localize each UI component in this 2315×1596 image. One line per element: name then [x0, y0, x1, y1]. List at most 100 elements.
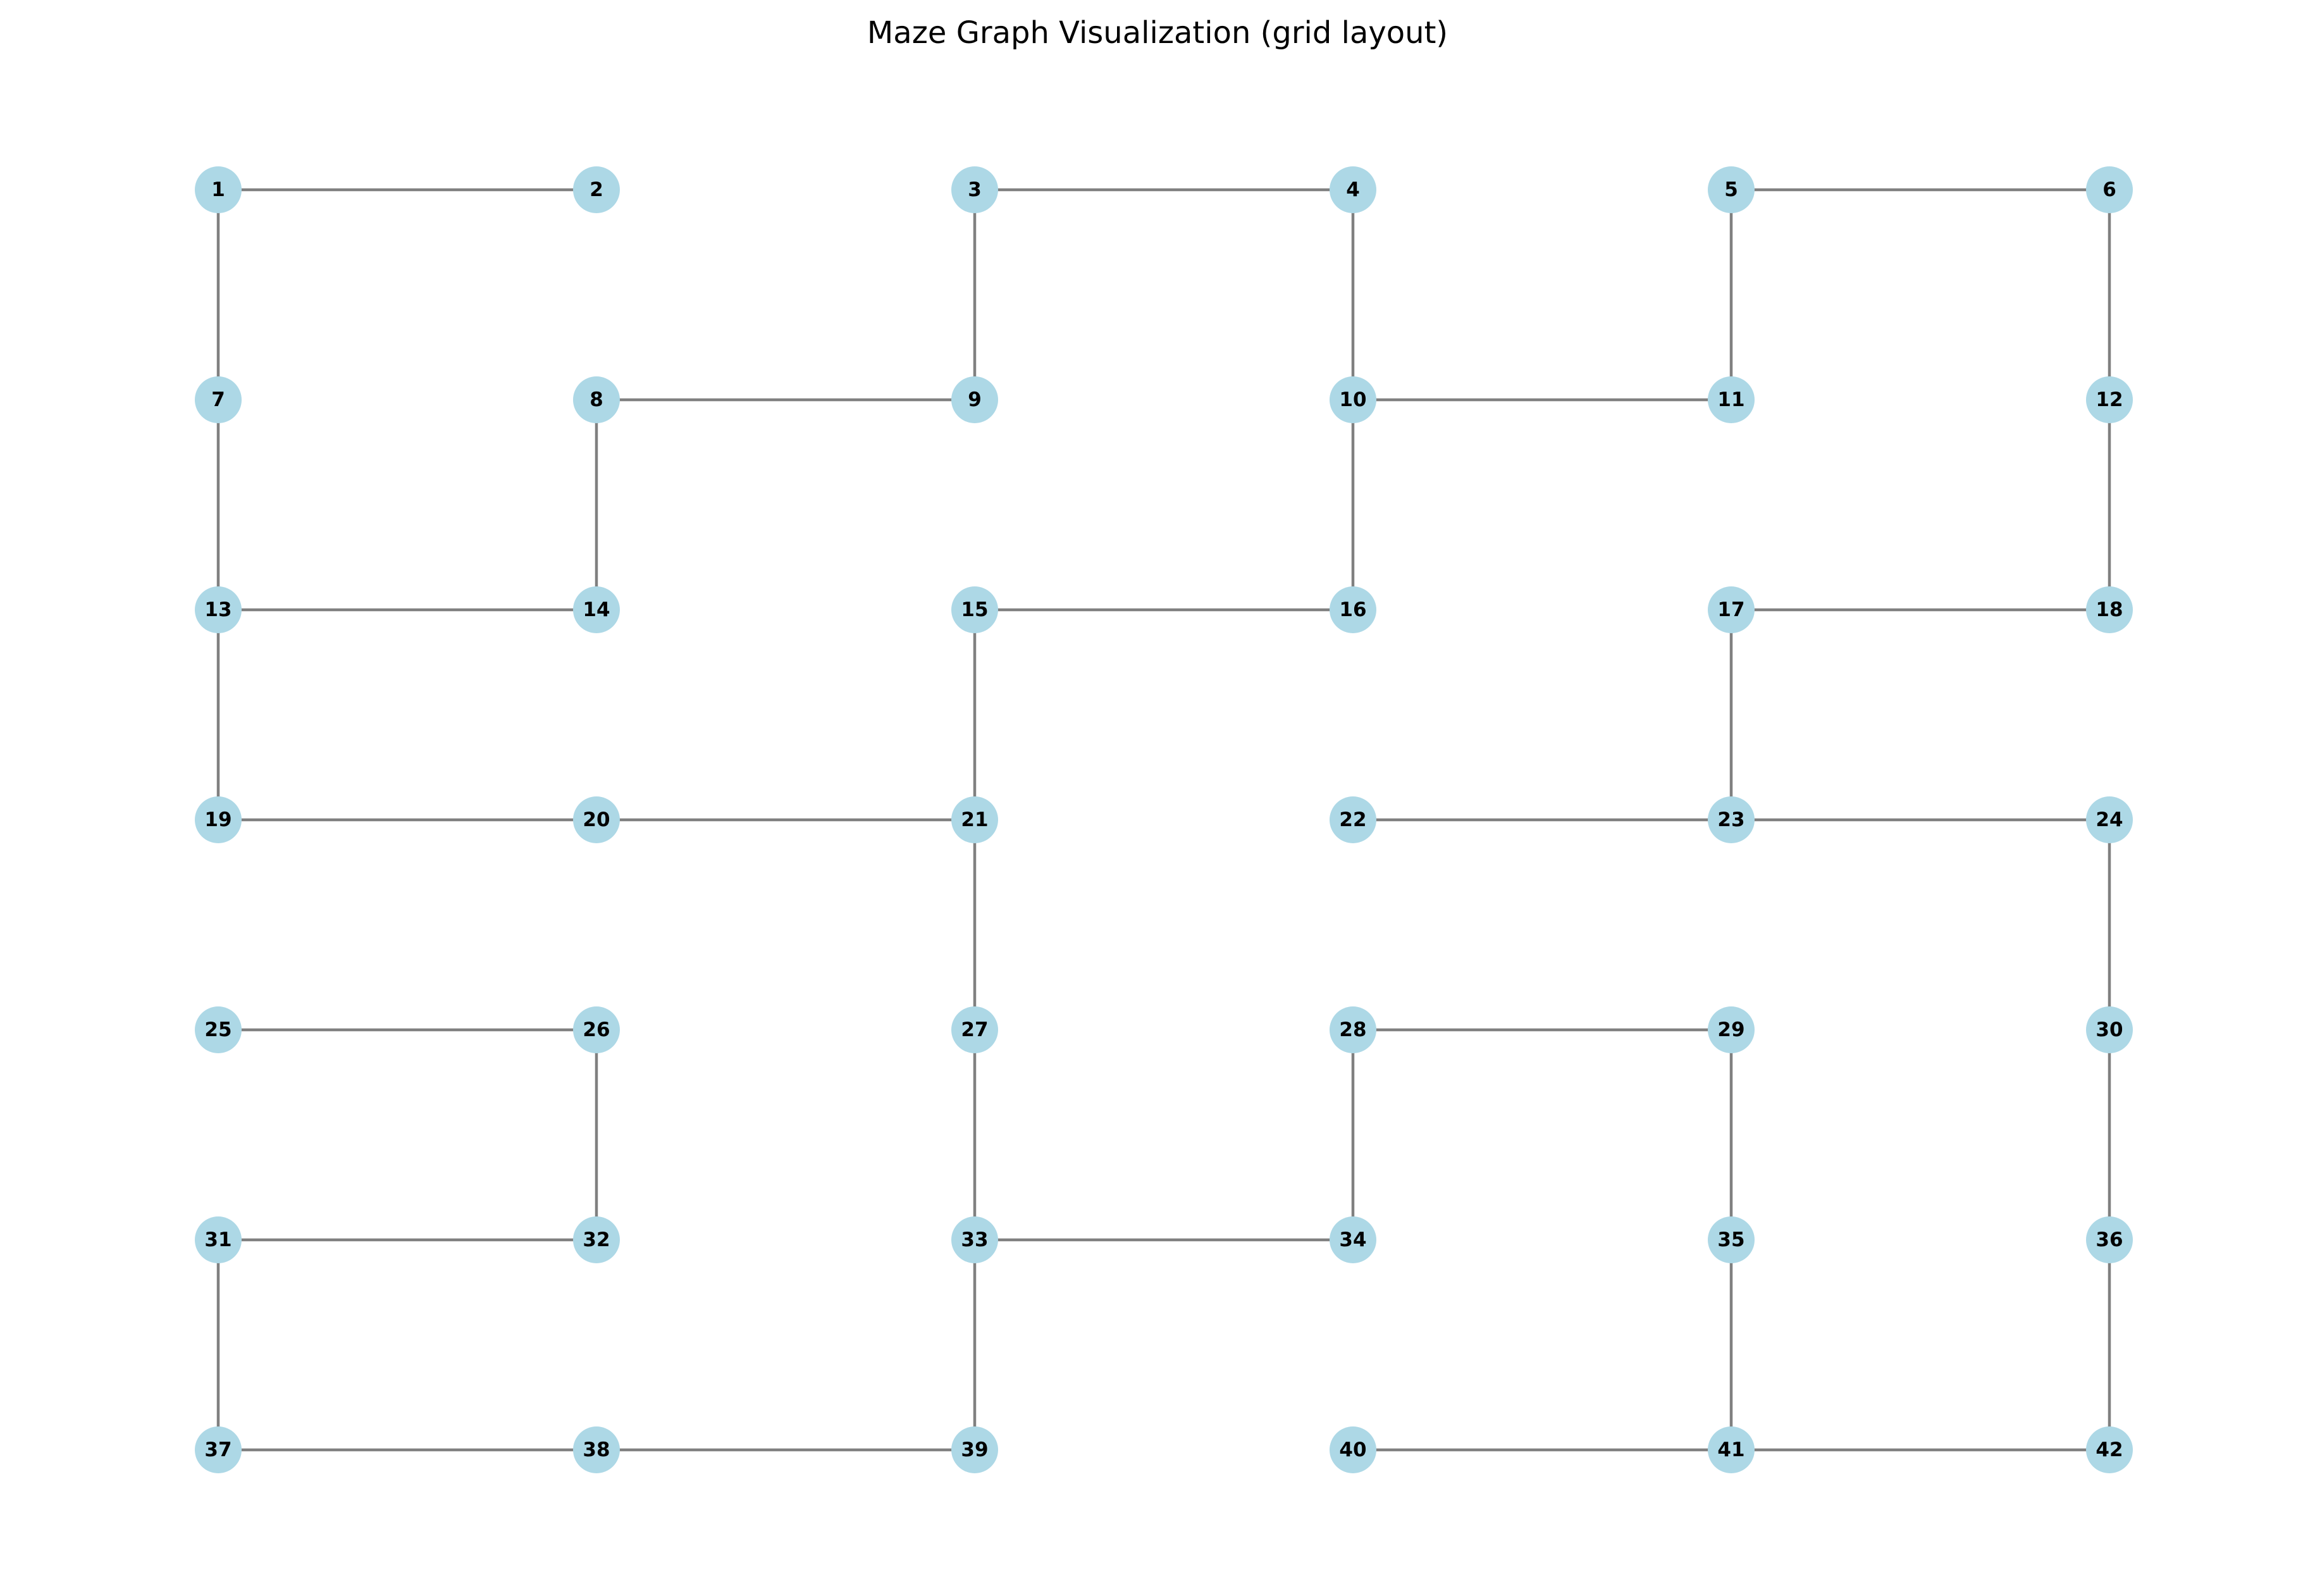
figure-title: Maze Graph Visualization (grid layout): [867, 15, 1448, 51]
node-label: 8: [590, 388, 603, 411]
node-label: 9: [968, 388, 982, 411]
node-label: 12: [2096, 388, 2123, 411]
node-circle: [2086, 376, 2133, 423]
node-26: 26: [573, 1006, 620, 1053]
node-4: 4: [1330, 166, 1376, 213]
node-40: 40: [1330, 1426, 1376, 1473]
node-circle: [951, 376, 998, 423]
node-circle: [573, 796, 620, 843]
node-circle: [2086, 796, 2133, 843]
node-8: 8: [573, 376, 620, 423]
node-circle: [1708, 376, 1755, 423]
node-circle: [1708, 166, 1755, 213]
node-label: 41: [1717, 1438, 1744, 1461]
node-label: 15: [961, 598, 988, 621]
node-13: 13: [195, 586, 242, 633]
node-label: 17: [1717, 598, 1744, 621]
node-circle: [573, 1006, 620, 1053]
edges-layer: [216, 188, 2111, 1452]
node-circle: [2086, 166, 2133, 213]
node-circle: [1330, 586, 1376, 633]
node-23: 23: [1708, 796, 1755, 843]
node-circle: [1330, 1426, 1376, 1473]
node-circle: [951, 796, 998, 843]
node-label: 33: [961, 1228, 988, 1251]
node-label: 28: [1339, 1018, 1366, 1041]
node-29: 29: [1708, 1006, 1755, 1053]
node-42: 42: [2086, 1426, 2133, 1473]
node-circle: [1330, 1006, 1376, 1053]
node-label: 23: [1717, 808, 1744, 831]
node-circle: [951, 586, 998, 633]
node-label: 11: [1717, 388, 1744, 411]
node-label: 35: [1717, 1228, 1744, 1251]
node-31: 31: [195, 1216, 242, 1263]
node-15: 15: [951, 586, 998, 633]
node-circle: [1708, 796, 1755, 843]
node-label: 6: [2102, 178, 2116, 201]
node-21: 21: [951, 796, 998, 843]
node-label: 20: [583, 808, 610, 831]
node-label: 18: [2096, 598, 2123, 621]
node-35: 35: [1708, 1216, 1755, 1263]
node-label: 36: [2096, 1228, 2123, 1251]
node-label: 14: [583, 598, 610, 621]
node-39: 39: [951, 1426, 998, 1473]
node-label: 34: [1339, 1228, 1366, 1251]
node-17: 17: [1708, 586, 1755, 633]
node-label: 13: [204, 598, 232, 621]
node-11: 11: [1708, 376, 1755, 423]
node-label: 32: [583, 1228, 610, 1251]
node-10: 10: [1330, 376, 1376, 423]
node-18: 18: [2086, 586, 2133, 633]
node-label: 2: [590, 178, 603, 201]
node-circle: [951, 1216, 998, 1263]
node-label: 27: [961, 1018, 988, 1041]
node-label: 21: [961, 808, 988, 831]
node-label: 30: [2096, 1018, 2123, 1041]
node-32: 32: [573, 1216, 620, 1263]
node-27: 27: [951, 1006, 998, 1053]
node-label: 7: [211, 388, 225, 411]
node-label: 24: [2096, 808, 2123, 831]
node-25: 25: [195, 1006, 242, 1053]
node-circle: [1708, 1216, 1755, 1263]
node-2: 2: [573, 166, 620, 213]
node-circle: [195, 586, 242, 633]
node-19: 19: [195, 796, 242, 843]
node-30: 30: [2086, 1006, 2133, 1053]
node-label: 31: [204, 1228, 232, 1251]
node-circle: [195, 796, 242, 843]
node-circle: [1708, 1426, 1755, 1473]
node-circle: [2086, 1006, 2133, 1053]
node-circle: [951, 166, 998, 213]
node-circle: [1330, 1216, 1376, 1263]
node-label: 39: [961, 1438, 988, 1461]
node-circle: [195, 1216, 242, 1263]
node-circle: [573, 1426, 620, 1473]
node-circle: [951, 1006, 998, 1053]
node-circle: [1708, 586, 1755, 633]
node-12: 12: [2086, 376, 2133, 423]
node-circle: [195, 376, 242, 423]
node-label: 29: [1717, 1018, 1744, 1041]
node-22: 22: [1330, 796, 1376, 843]
node-circle: [1708, 1006, 1755, 1053]
node-label: 22: [1339, 808, 1366, 831]
node-circle: [573, 1216, 620, 1263]
node-label: 25: [204, 1018, 232, 1041]
node-16: 16: [1330, 586, 1376, 633]
node-circle: [2086, 1216, 2133, 1263]
node-label: 40: [1339, 1438, 1366, 1461]
node-7: 7: [195, 376, 242, 423]
node-14: 14: [573, 586, 620, 633]
node-34: 34: [1330, 1216, 1376, 1263]
node-circle: [195, 1006, 242, 1053]
node-circle: [1330, 796, 1376, 843]
node-label: 16: [1339, 598, 1366, 621]
node-label: 5: [1724, 178, 1738, 201]
node-38: 38: [573, 1426, 620, 1473]
node-33: 33: [951, 1216, 998, 1263]
node-1: 1: [195, 166, 242, 213]
